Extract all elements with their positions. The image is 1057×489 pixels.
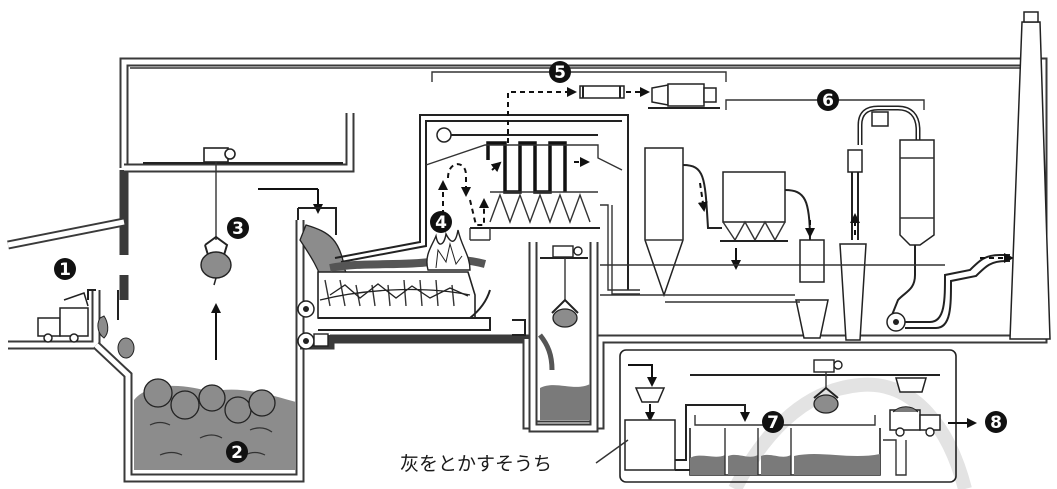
- air-fans: [297, 300, 329, 350]
- marker-1-label: 1: [59, 260, 71, 280]
- marker-3: 3: [227, 217, 249, 239]
- garbage-truck: [37, 292, 135, 359]
- marker-1: 1: [54, 258, 76, 280]
- turbine-generator: [431, 71, 727, 109]
- gas-treatment: [600, 105, 1014, 341]
- bunker-crane: [143, 147, 343, 286]
- marker-8: 8: [985, 411, 1007, 433]
- marker-5-label: 5: [554, 63, 566, 83]
- marker-2: 2: [226, 441, 248, 463]
- marker-3-label: 3: [232, 219, 244, 239]
- marker-6: 6: [817, 89, 839, 111]
- marker-7: 7: [762, 411, 784, 433]
- boiler: [425, 87, 623, 241]
- marker-4-label: 4: [435, 213, 447, 233]
- marker-6-label: 6: [822, 91, 834, 111]
- garbage-pile: [134, 378, 296, 470]
- ash-melting-section: [619, 349, 977, 483]
- callout-leader: [595, 439, 629, 464]
- marker-7-label: 7: [767, 413, 779, 433]
- ash-melting-device-label: 灰をとかすそうち: [400, 453, 552, 475]
- decorative-curve: [728, 377, 972, 489]
- marker-4: 4: [430, 211, 452, 233]
- ash-pit: [512, 242, 599, 433]
- marker-5: 5: [549, 61, 571, 83]
- furnace: [317, 114, 629, 331]
- building-outline: [7, 57, 1048, 483]
- marker-8-label: 8: [990, 413, 1002, 433]
- marker-2-label: 2: [231, 443, 243, 463]
- chimney: [1009, 11, 1051, 340]
